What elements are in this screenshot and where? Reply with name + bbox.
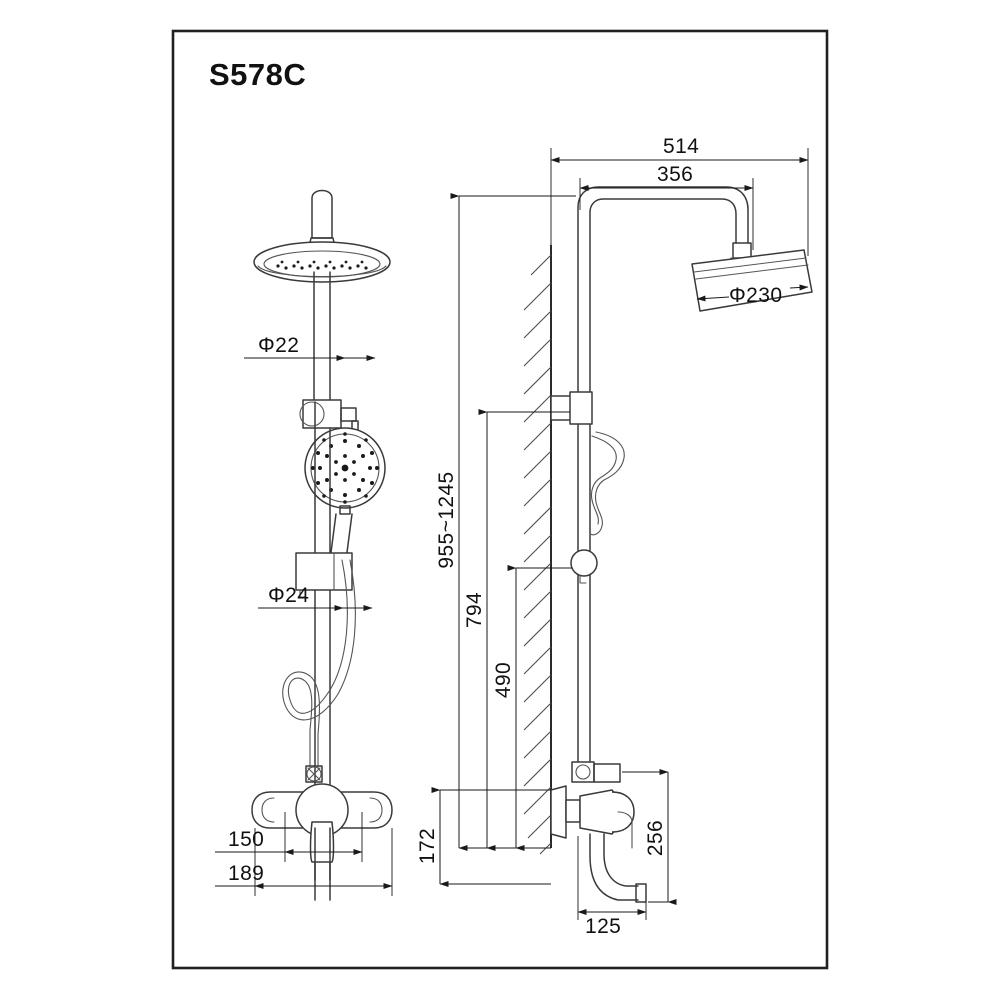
mixer-left-cap [261,797,275,823]
front-elevation-view [251,189,393,901]
dim-189-label: 189 [228,862,264,885]
shower-arm-inner [589,198,737,401]
hand-shower-holder-front [295,552,353,591]
wall-escutcheon-side [550,785,567,839]
side-view-dimensions: 514 356 Φ230 955~1245 794 490 [416,135,809,938]
hand-shower-side-b [590,435,617,525]
bracket-boss-upper [569,391,593,425]
hand-shower-side [589,431,625,536]
dim-125-label: 125 [585,915,621,938]
mixer-inlet-side [565,799,581,823]
dim-356-label: 356 [657,163,693,186]
holder-lever [299,589,307,598]
rain-head-face-front [263,250,381,278]
rain-head-side-nozzlerow [695,264,809,280]
dim-514-label: 514 [663,135,699,158]
drawing-frame [171,29,829,970]
front-view-dimensions: Φ22 Φ24 150 189 [215,334,393,896]
holder-side-lever [579,574,587,584]
dim-dia24-label: Φ24 [268,584,309,607]
bath-spout-outer [589,833,639,901]
dim-172-label: 172 [416,828,439,864]
dim-256-label: 256 [644,820,667,856]
dim-490-label: 490 [492,662,515,698]
diverter-side [593,763,621,783]
shower-hose-front [288,559,348,769]
wall-hatching [523,254,552,855]
rain-head-side-rim [693,257,807,273]
bath-spout-inner [603,833,639,887]
dim-dia230-label: Φ230 [729,284,782,307]
page-title: S578C [209,57,306,92]
upper-bracket-boss [299,401,325,427]
hose-nut-front [306,766,322,782]
dim-794-label: 794 [463,592,486,628]
shower-hose-front-b [282,559,356,769]
hand-shower-neck [339,505,351,515]
dim-dia22-label: Φ22 [258,334,299,357]
rain-head-joint-side [732,242,752,259]
hose-nut-cross [307,767,321,781]
bracket-side-arm [340,407,357,422]
hose-connector-front [305,765,323,783]
hand-shower-holder-side [570,549,598,577]
dim-955-1245-label: 955~1245 [435,471,458,568]
rain-shower-head-front [253,241,391,283]
mixer-handle-tail [617,811,633,849]
dim-dia230-line-b [789,284,809,291]
inlet-nut-side [575,764,591,780]
rain-head-nozzles-front [276,260,368,270]
hand-shower-nozzles [311,432,379,504]
side-elevation-view [523,186,813,903]
upper-bracket-front [302,399,342,429]
shower-arm-front [311,189,333,239]
dim-dia230-line-a [696,295,730,302]
mixer-right-cap [369,797,383,823]
rain-shower-head-side [691,249,813,312]
dim-150-label: 150 [228,828,264,851]
